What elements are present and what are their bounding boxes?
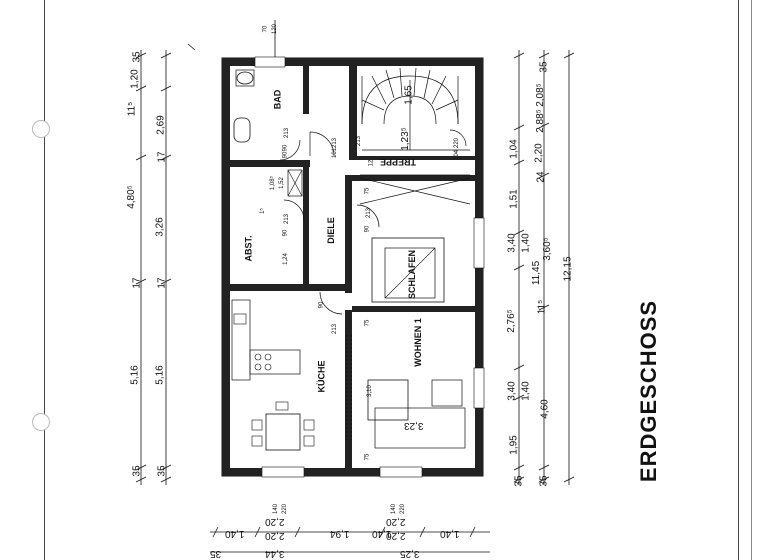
- dim-left-e: 17: [156, 151, 168, 163]
- dim-left-g: 3,26: [154, 217, 166, 237]
- dim-left-h: 17: [131, 277, 143, 289]
- dim-right-m: 2,76⁵: [505, 309, 517, 333]
- punch-hole-top: [32, 120, 50, 138]
- diele-dim-3: 1⁵: [259, 208, 266, 214]
- dim-right-r: 1,95: [508, 435, 520, 455]
- dim-left-k: 5,16: [154, 365, 166, 385]
- door-label-5: 213: [356, 135, 363, 147]
- kueche-dim-310: 3,10: [366, 385, 373, 397]
- room-label-treppe: TREPPE: [380, 157, 417, 167]
- stair-dim-12: 12: [368, 159, 375, 167]
- dim-right-h: 3,40: [506, 233, 518, 253]
- wohnen-dim-75b: 75: [364, 453, 371, 461]
- door-label-4: 101: [332, 147, 339, 159]
- dim-left-a: 35: [131, 51, 143, 63]
- dim-right-d: 1,04: [508, 139, 520, 159]
- dim-left-b: 1,20: [129, 69, 141, 89]
- dim-left-c: 11⁵: [126, 101, 138, 117]
- dim-right-e: 2,20: [533, 143, 545, 163]
- dim-bottom-k: 35: [210, 548, 222, 559]
- dim-bottom-d: 2,20: [386, 516, 406, 527]
- dim-bottom-j: 3,25: [400, 548, 420, 559]
- dim-right-o: 3,40: [506, 381, 518, 401]
- dim-bottom-c: 1,94: [330, 528, 350, 539]
- dim-right-t: 35: [538, 475, 550, 487]
- door-label-10: 90: [364, 225, 371, 233]
- dim-right-f: 24: [535, 171, 547, 183]
- dim-right-b: 2,08⁵: [534, 83, 546, 107]
- stair-dim: 1,65: [403, 85, 415, 105]
- dim-bottom-a: 1,40: [225, 528, 245, 539]
- dim-right-a: 35: [538, 61, 550, 73]
- dim-right-q: 4,60: [539, 399, 551, 419]
- door-label-2: 90: [282, 144, 289, 152]
- room-label-abst: ABST.: [243, 235, 254, 262]
- door-label-11: 220: [454, 137, 461, 149]
- dim-right-i: 1,40: [520, 233, 532, 253]
- door-label-1: 213: [284, 127, 291, 139]
- dim-right-g: 1,51: [508, 189, 520, 209]
- dim-right-l: 12,15: [562, 256, 574, 282]
- top-dim-1: 70: [262, 25, 269, 33]
- dim-right-s: 35: [513, 475, 525, 487]
- door-label-8: 90: [282, 229, 289, 237]
- page-edge-left: [44, 0, 45, 560]
- door-label-3: 213: [332, 137, 339, 149]
- wohnen-dim-75a: 75: [364, 319, 371, 327]
- dim-left-l: 35: [131, 465, 143, 477]
- door-label-7: 213: [284, 213, 291, 225]
- room-label-diele: DIELE: [325, 217, 336, 244]
- stair-dim-2: 1,23⁵: [399, 127, 411, 151]
- dim-right-j: 11,45: [531, 260, 543, 286]
- dim-left-d: 2,69: [155, 115, 167, 135]
- dim-right-n: 11⁵: [536, 299, 548, 315]
- dim-right-k: 3,60⁵: [541, 237, 553, 261]
- room-label-bad: BAD: [272, 89, 283, 110]
- diele-dim-2: 1,52: [278, 177, 285, 189]
- dim-bottom-f: 2,20: [265, 530, 285, 541]
- dim-right-c: 2,88⁵: [534, 109, 546, 133]
- room-label-wohnen: WOHNEN 1: [412, 318, 423, 367]
- diele-dim-1: 1,08⁵: [270, 175, 277, 191]
- dim-bottom-i: 3,44: [265, 548, 285, 559]
- dim-left-i: 17: [156, 277, 168, 289]
- dim-bottom-h: 2,20: [386, 530, 406, 541]
- window-dim-2: 220: [282, 503, 289, 515]
- dim-left-f: 4,80⁵: [125, 185, 137, 209]
- page-edge-right-2: [751, 0, 752, 560]
- dim-right-p: 1,40: [520, 381, 532, 401]
- top-dim-2: 120: [272, 23, 279, 35]
- window-dim-4: 220: [400, 503, 407, 515]
- door-label-9: 213: [366, 207, 373, 219]
- room-label-kueche: KÜCHE: [316, 360, 327, 393]
- room-label-schlafen: SCHLAFEN: [407, 250, 417, 299]
- wohnen-height: 3,23: [404, 420, 424, 431]
- window-dim-1: 140: [273, 503, 280, 515]
- dim-left-j: 5,16: [129, 365, 141, 385]
- dim-bottom-b: 2,20: [265, 516, 285, 527]
- door-label-6: 90: [282, 151, 289, 159]
- diele-dim-213: 213: [332, 323, 339, 335]
- diele-dim-90: 90: [318, 301, 325, 309]
- plan-title: ERDGESCHOSS: [636, 299, 662, 483]
- stair-dim-75: 75: [364, 187, 371, 195]
- abst-dim: 1,24: [282, 253, 289, 265]
- dim-bottom-e: 1,40: [440, 528, 460, 539]
- punch-hole-bottom: [32, 413, 50, 431]
- window-dim-3: 140: [391, 503, 398, 515]
- page-edge-right: [738, 0, 739, 560]
- door-label-12: 104: [454, 149, 461, 161]
- dim-left-m: 35: [156, 465, 168, 477]
